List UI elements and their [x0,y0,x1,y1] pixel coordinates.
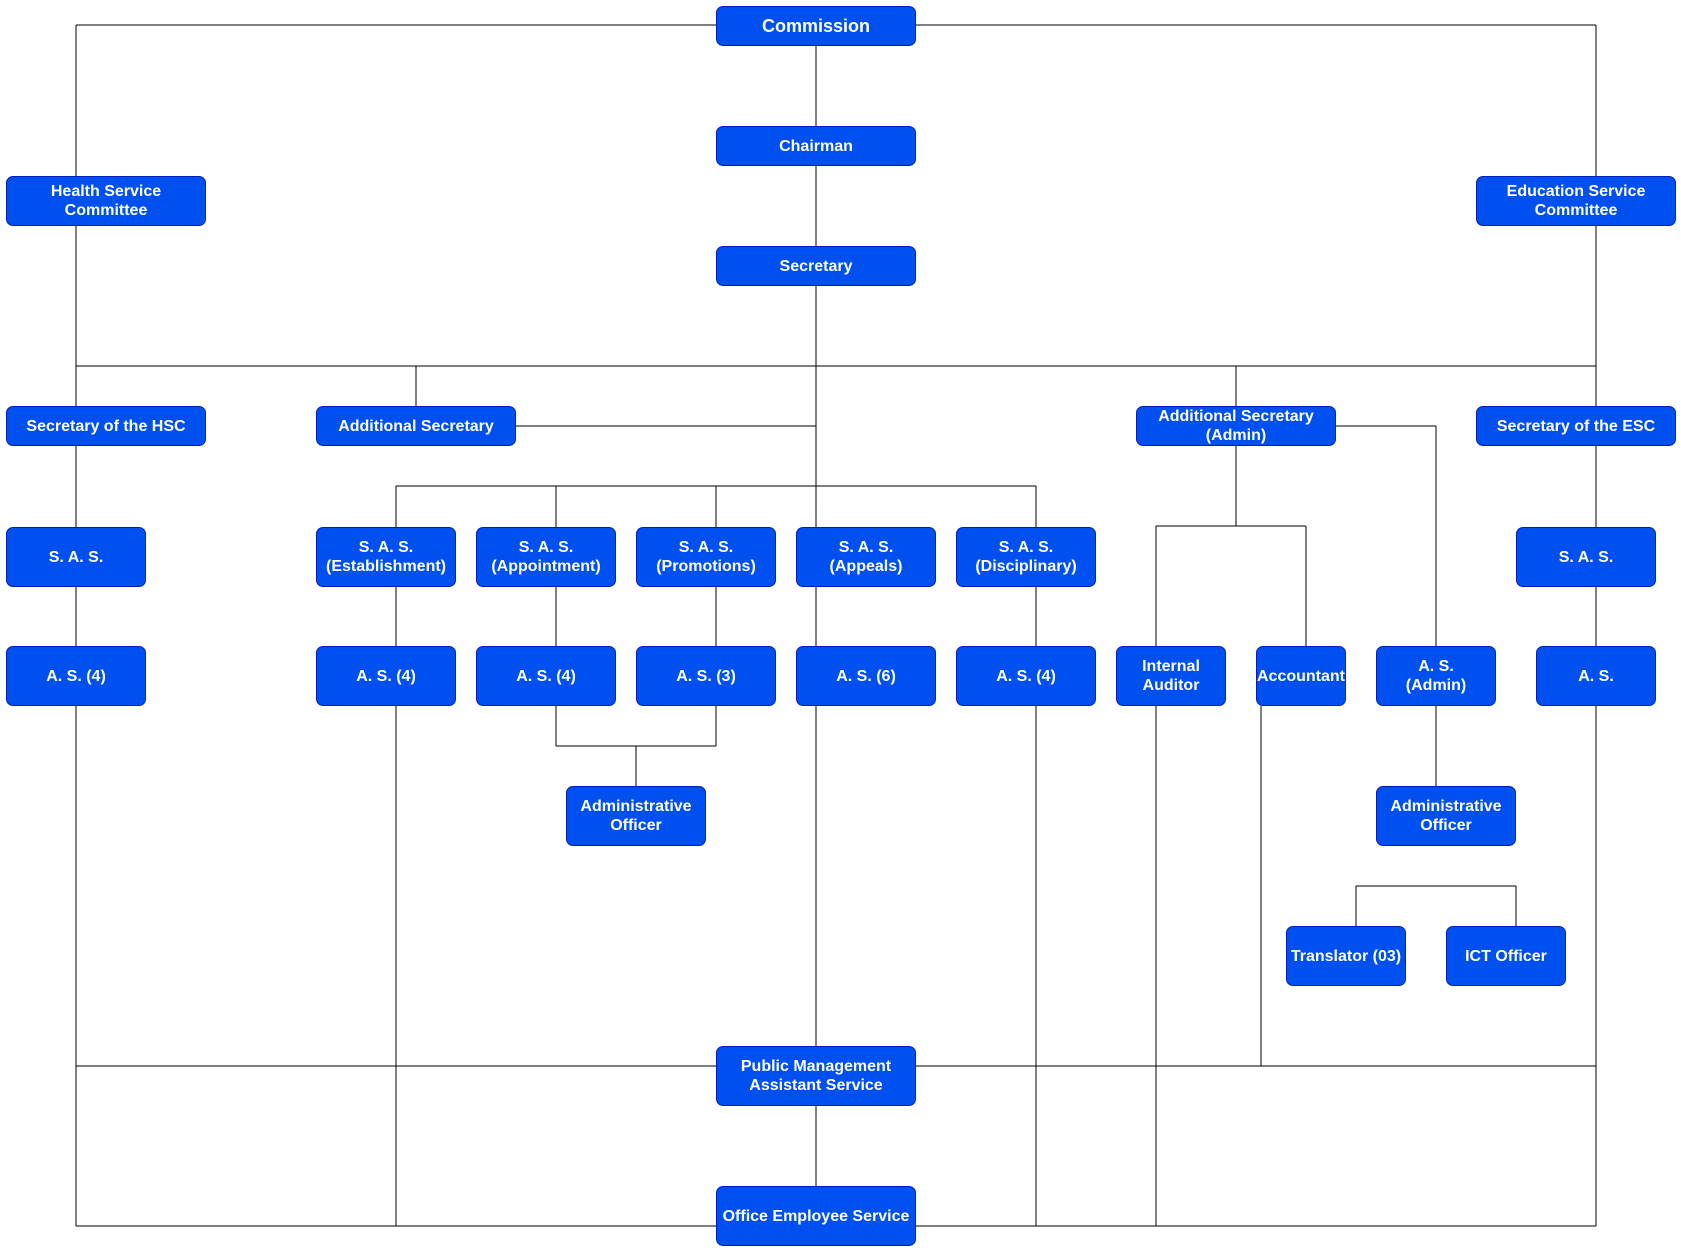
node-sas-establishment: S. A. S. (Establishment) [316,527,456,587]
node-office-employee-service: Office Employee Service [716,1186,916,1246]
node-secretary-of-esc: Secretary of the ESC [1476,406,1676,446]
node-as-disciplinary: A. S. (4) [956,646,1096,706]
node-administrative-officer-1: Administrative Officer [566,786,706,846]
node-internal-auditor: Internal Auditor [1116,646,1226,706]
node-sas-appeals: S. A. S. (Appeals) [796,527,936,587]
node-additional-secretary: Additional Secretary [316,406,516,446]
node-education-service-committee: Education Service Committee [1476,176,1676,226]
node-commission: Commission [716,6,916,46]
node-chairman: Chairman [716,126,916,166]
node-accountant: Accountant [1256,646,1346,706]
node-secretary: Secretary [716,246,916,286]
node-as-appointment: A. S. (4) [476,646,616,706]
node-administrative-officer-2: Administrative Officer [1376,786,1516,846]
node-additional-secretary-admin: Additional Secretary (Admin) [1136,406,1336,446]
node-sas-appointment: S. A. S. (Appointment) [476,527,616,587]
node-sas-promotions: S. A. S. (Promotions) [636,527,776,587]
node-as-esc: A. S. [1536,646,1656,706]
node-sas-hsc: S. A. S. [6,527,146,587]
node-as-establishment: A. S. (4) [316,646,456,706]
node-as-admin: A. S. (Admin) [1376,646,1496,706]
node-translator: Translator (03) [1286,926,1406,986]
node-sas-disciplinary: S. A. S. (Disciplinary) [956,527,1096,587]
node-public-management-assistant-service: Public Management Assistant Service [716,1046,916,1106]
node-ict-officer: ICT Officer [1446,926,1566,986]
node-as-hsc: A. S. (4) [6,646,146,706]
node-health-service-committee: Health Service Committee [6,176,206,226]
node-secretary-of-hsc: Secretary of the HSC [6,406,206,446]
node-as-promotions: A. S. (3) [636,646,776,706]
node-as-appeals: A. S. (6) [796,646,936,706]
node-sas-esc: S. A. S. [1516,527,1656,587]
